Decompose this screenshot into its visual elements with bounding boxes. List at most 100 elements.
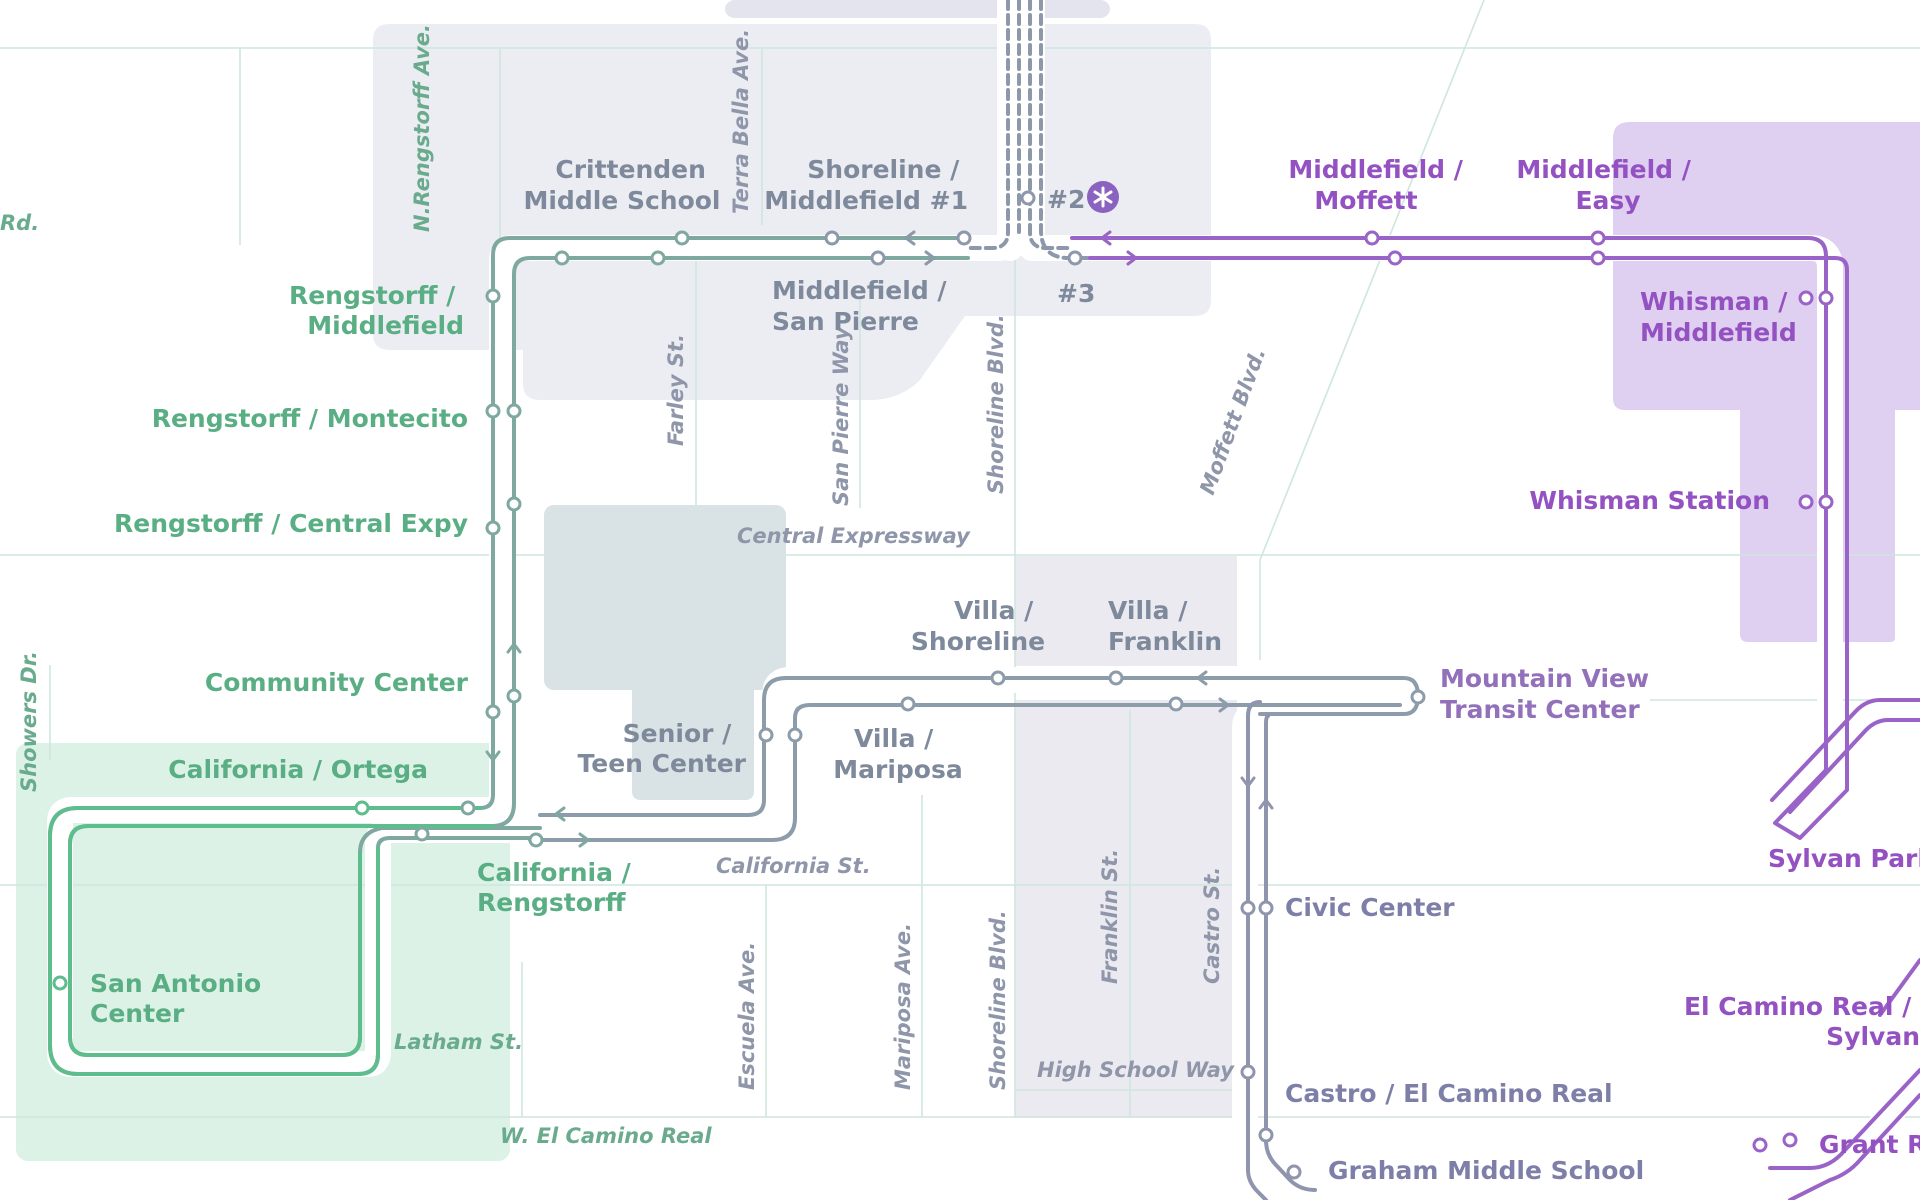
- street-label: Central Expressway: [737, 524, 971, 548]
- chevron-arrow-icon: [578, 832, 590, 848]
- stop-marker[interactable]: [506, 688, 522, 704]
- street-label: High School Way: [1037, 1058, 1235, 1082]
- stop-marker[interactable]: [1168, 696, 1184, 712]
- stop-label-california-ortega[interactable]: California / Ortega: [168, 755, 428, 784]
- area-downtown-top: [1015, 556, 1237, 666]
- street-label: Mariposa Ave.: [891, 923, 915, 1090]
- stop-marker[interactable]: [1020, 190, 1036, 206]
- street-labels: Rd. N.Rengstorff Ave. Terra Bella Ave. F…: [0, 24, 1270, 1148]
- chevron-arrow-icon: [1258, 798, 1274, 810]
- stop-label-graham-ms[interactable]: Graham Middle School: [1328, 1156, 1644, 1185]
- stop-marker[interactable]: [554, 250, 570, 266]
- stop-label-san-antonio-center[interactable]: San Antonio Center: [90, 969, 270, 1028]
- stop-label-senior-teen[interactable]: Senior / Teen Center: [578, 719, 747, 778]
- stop-label-shoreline-middlefield-1[interactable]: Shoreline / Middlefield #1: [764, 155, 968, 215]
- stop-marker[interactable]: [414, 826, 430, 842]
- stop-label-whisman-station[interactable]: Whisman Station: [1529, 486, 1770, 515]
- stop-marker[interactable]: [1258, 1127, 1274, 1143]
- chevron-arrow-icon: [554, 806, 566, 822]
- stop-marker[interactable]: [787, 727, 803, 743]
- chevron-arrow-icon: [485, 750, 501, 762]
- stop-marker[interactable]: [506, 496, 522, 512]
- street-lines: [0, 0, 1920, 1118]
- street-label: Shoreline Blvd.: [986, 910, 1010, 1090]
- stop-marker[interactable]: [1286, 1164, 1302, 1180]
- chevron-arrow-icon: [506, 642, 522, 654]
- stop-marker[interactable]: [1818, 494, 1834, 510]
- stop-marker[interactable]: [650, 250, 666, 266]
- stop-label-sylvan-park[interactable]: Sylvan Park: [1768, 844, 1920, 873]
- chevron-arrow-icon: [1196, 670, 1208, 686]
- stop-label-villa-franklin[interactable]: Villa / Franklin: [1108, 596, 1222, 656]
- stop-marker[interactable]: [990, 670, 1006, 686]
- street-label: N.Rengstorff Ave.: [410, 24, 434, 232]
- chevron-arrow-icon: [924, 250, 936, 266]
- stop-label-middlefield-san-pierre[interactable]: Middlefield / San Pierre: [772, 276, 955, 336]
- stop-marker[interactable]: [1240, 1064, 1256, 1080]
- stop-label-villa-mariposa[interactable]: Villa / Mariposa: [833, 724, 962, 784]
- stop-marker[interactable]: [1590, 250, 1606, 266]
- street-label: Latham St.: [394, 1030, 523, 1054]
- stop-marker[interactable]: [528, 832, 544, 848]
- stop-marker[interactable]: [870, 250, 886, 266]
- stop-label-middlefield-moffett[interactable]: Middlefield / Moffett: [1288, 155, 1471, 215]
- stop-marker[interactable]: [1108, 670, 1124, 686]
- stop-marker[interactable]: [1258, 900, 1274, 916]
- stop-marker[interactable]: [1067, 250, 1083, 266]
- stop-marker[interactable]: [52, 975, 68, 991]
- route-green-loop: [48, 236, 1420, 1200]
- route-shoreline-trunk: [966, 0, 1092, 260]
- stop-label-castro-el-camino[interactable]: Castro / El Camino Real: [1285, 1079, 1613, 1108]
- stop-marker[interactable]: [1387, 250, 1403, 266]
- stop-marker[interactable]: [1410, 689, 1426, 705]
- stop-marker[interactable]: [506, 403, 522, 419]
- stop-marker[interactable]: [1752, 1137, 1768, 1153]
- chevron-arrow-icon: [1218, 697, 1230, 713]
- stop-label-mountain-view-tc[interactable]: Mountain View Transit Center: [1440, 664, 1658, 724]
- stop-marker[interactable]: [485, 520, 501, 536]
- street-label: Shoreline Blvd.: [984, 314, 1008, 494]
- stop-label-rengstorff-middlefield[interactable]: Rengstorff / Middlefield: [289, 281, 464, 340]
- stop-marker[interactable]: [354, 800, 370, 816]
- stop-label-shoreline-3[interactable]: #3: [1057, 279, 1095, 308]
- stop-marker[interactable]: [1782, 1132, 1798, 1148]
- stop-marker[interactable]: [956, 230, 972, 246]
- stop-marker[interactable]: [485, 288, 501, 304]
- stop-label-civic-center[interactable]: Civic Center: [1285, 893, 1455, 922]
- stop-marker[interactable]: [460, 800, 476, 816]
- stop-marker[interactable]: [1818, 290, 1834, 306]
- stop-marker[interactable]: [1364, 230, 1380, 246]
- stop-marker[interactable]: [758, 727, 774, 743]
- stop-label-crittenden-ms[interactable]: Crittenden Middle School: [523, 155, 720, 215]
- stop-label-community-center[interactable]: Community Center: [205, 668, 469, 697]
- chevron-arrow-icon: [1100, 230, 1112, 246]
- street-label: Castro St.: [1200, 867, 1224, 984]
- stop-label-villa-shoreline[interactable]: Villa / Shoreline: [911, 596, 1045, 656]
- stop-label-whisman-middlefield[interactable]: Whisman / Middlefield: [1640, 287, 1797, 347]
- stop-label-california-rengstorff[interactable]: California / Rengstorff: [477, 858, 640, 917]
- area-teal-lower: [632, 660, 754, 800]
- asterisk-badge-icon: [1087, 181, 1119, 213]
- stop-marker[interactable]: [674, 230, 690, 246]
- stop-marker[interactable]: [1590, 230, 1606, 246]
- stop-marker[interactable]: [485, 704, 501, 720]
- stop-marker[interactable]: [485, 403, 501, 419]
- stop-label-rengstorff-montecito[interactable]: Rengstorff / Montecito: [152, 404, 468, 433]
- street-label: Moffett Blvd.: [1195, 344, 1270, 497]
- stop-label-el-camino-sylvan[interactable]: El Camino Real / Sylvan: [1684, 992, 1920, 1051]
- stop-label-middlefield-easy[interactable]: Middlefield / Easy: [1516, 155, 1699, 215]
- chevron-arrow-icon: [1126, 250, 1138, 266]
- stop-marker[interactable]: [824, 230, 840, 246]
- street-label: Escuela Ave.: [735, 942, 759, 1090]
- stop-marker[interactable]: [1240, 900, 1256, 916]
- street-label: San Pierre Way: [829, 325, 853, 506]
- stop-label-rengstorff-central[interactable]: Rengstorff / Central Expy: [114, 509, 468, 538]
- stop-marker[interactable]: [900, 696, 916, 712]
- area-downtown: [1015, 700, 1237, 1118]
- stop-marker[interactable]: [1798, 494, 1814, 510]
- stop-label-grant-rd[interactable]: Grant Re: [1819, 1130, 1920, 1159]
- stop-marker[interactable]: [1798, 290, 1814, 306]
- stop-labels: Rengstorff / Middlefield Rengstorff / Mo…: [90, 155, 1920, 1185]
- stop-label-shoreline-2[interactable]: #2: [1047, 185, 1085, 214]
